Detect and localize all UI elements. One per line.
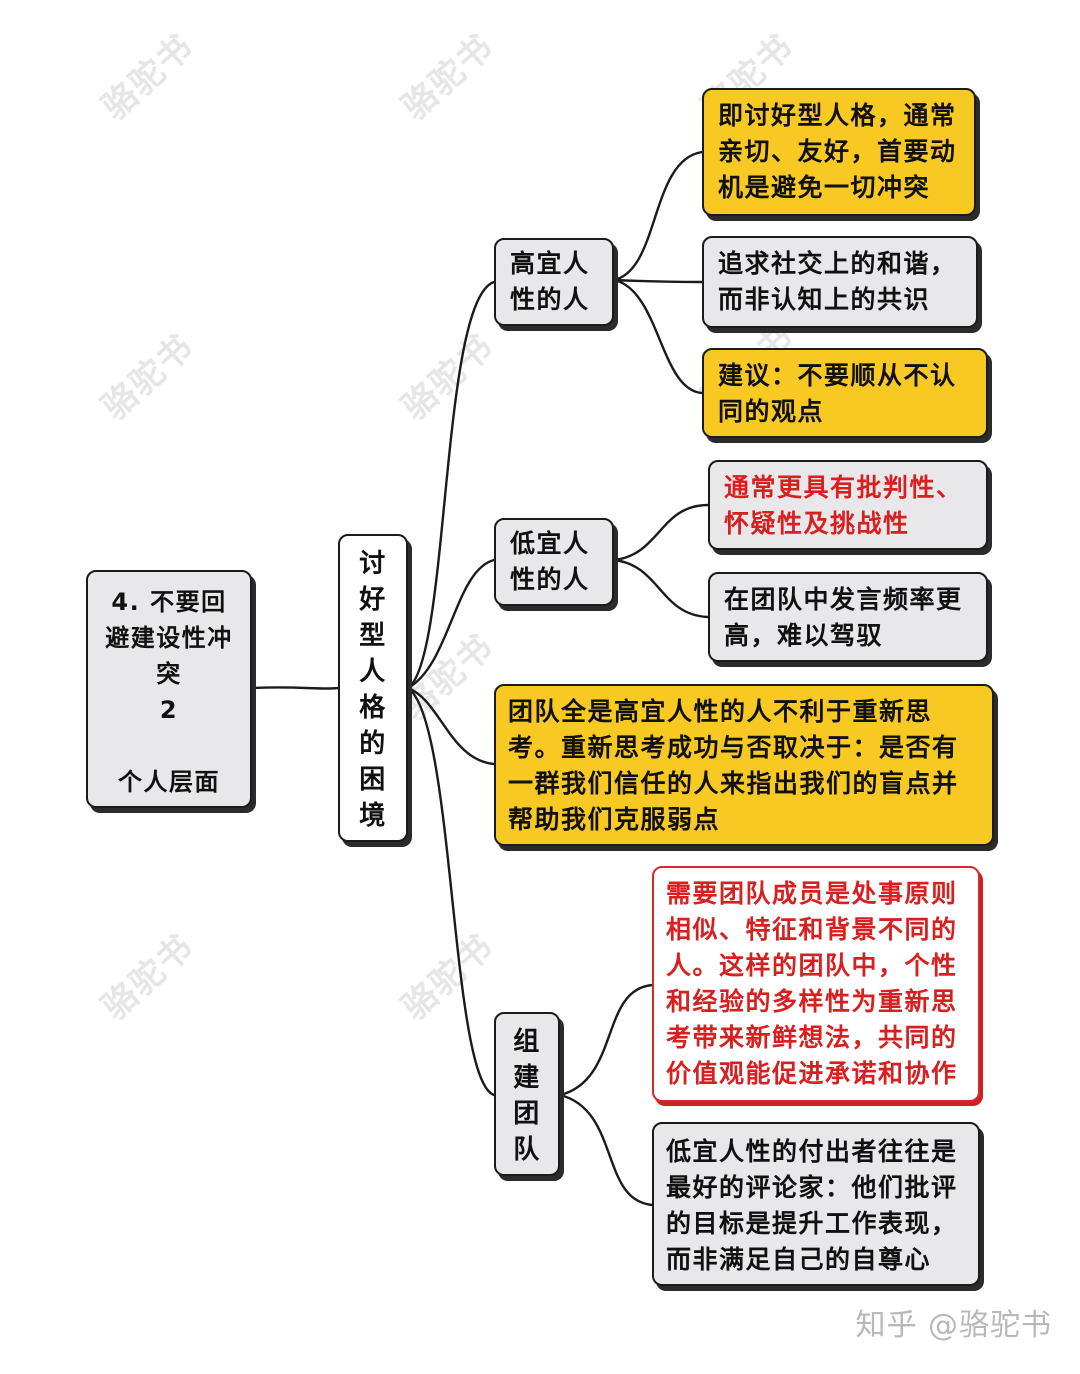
root-line: 4. 不要回 [111, 588, 227, 616]
center-char: 型 [359, 621, 387, 651]
high-child-1: 即讨好型人格，通常亲切、友好，首要动机是避免一切冲突 [702, 88, 976, 216]
branch-low-agreeableness: 低宜人性的人 [494, 518, 614, 606]
node-text: 低宜人性的付出者往往是最好的评论家：他们批评的目标是提升工作表现，而非满足自己的… [666, 1137, 958, 1274]
node-text: 在团队中发言频率更高，难以驾驭 [724, 585, 963, 650]
node-text: 建议：不要顺从不认同的观点 [718, 361, 957, 426]
branch-char: 队 [513, 1135, 541, 1165]
center-char: 困 [359, 765, 387, 795]
low-child-1: 通常更具有批判性、怀疑性及挑战性 [708, 460, 988, 550]
node-text: 团队全是高宜人性的人不利于重新思考。重新思考成功与否取决于：是否有一群我们信任的… [508, 697, 959, 834]
center-topic: 讨 好 型 人 格 的 困 境 [338, 534, 408, 842]
root-subtitle: 个人层面 [118, 768, 220, 796]
branch-high-agreeableness: 高宜人性的人 [494, 238, 614, 326]
branch-char: 建 [513, 1063, 541, 1093]
center-char: 人 [359, 657, 387, 687]
root-topic: 4. 不要回 避建设性冲 突 2 个人层面 [86, 570, 252, 808]
center-char: 讨 [359, 549, 387, 579]
team-child-2: 低宜人性的付出者往往是最好的评论家：他们批评的目标是提升工作表现，而非满足自己的… [652, 1122, 980, 1286]
branch-char: 团 [513, 1099, 541, 1129]
high-child-2: 追求社交上的和谐，而非认知上的共识 [702, 236, 978, 328]
branch-char: 组 [513, 1027, 541, 1057]
team-child-1: 需要团队成员是处事原则相似、特征和背景不同的人。这样的团队中，个性和经验的多样性… [652, 866, 980, 1102]
root-line: 突 [156, 660, 182, 688]
node-text: 即讨好型人格，通常亲切、友好，首要动机是避免一切冲突 [718, 101, 957, 202]
center-char: 好 [359, 585, 387, 615]
center-char: 的 [359, 729, 387, 759]
root-line: 避建设性冲 [105, 624, 233, 652]
node-text: 通常更具有批判性、怀疑性及挑战性 [724, 473, 963, 538]
branch-build-team: 组 建 团 队 [494, 1012, 560, 1176]
node-text: 需要团队成员是处事原则相似、特征和背景不同的人。这样的团队中，个性和经验的多样性… [666, 879, 958, 1088]
branch-label: 高宜人性的人 [510, 249, 590, 314]
footer-watermark: 知乎 @骆驼书 [855, 1308, 1052, 1343]
root-line: 2 [159, 696, 179, 724]
low-child-2: 在团队中发言频率更高，难以驾驭 [708, 572, 988, 662]
center-char: 格 [359, 693, 387, 723]
node-text: 追求社交上的和谐，而非认知上的共识 [718, 249, 957, 314]
high-child-3: 建议：不要顺从不认同的观点 [702, 348, 988, 438]
center-char: 境 [359, 801, 387, 831]
team-note: 团队全是高宜人性的人不利于重新思考。重新思考成功与否取决于：是否有一群我们信任的… [494, 684, 994, 846]
branch-label: 低宜人性的人 [510, 529, 590, 594]
